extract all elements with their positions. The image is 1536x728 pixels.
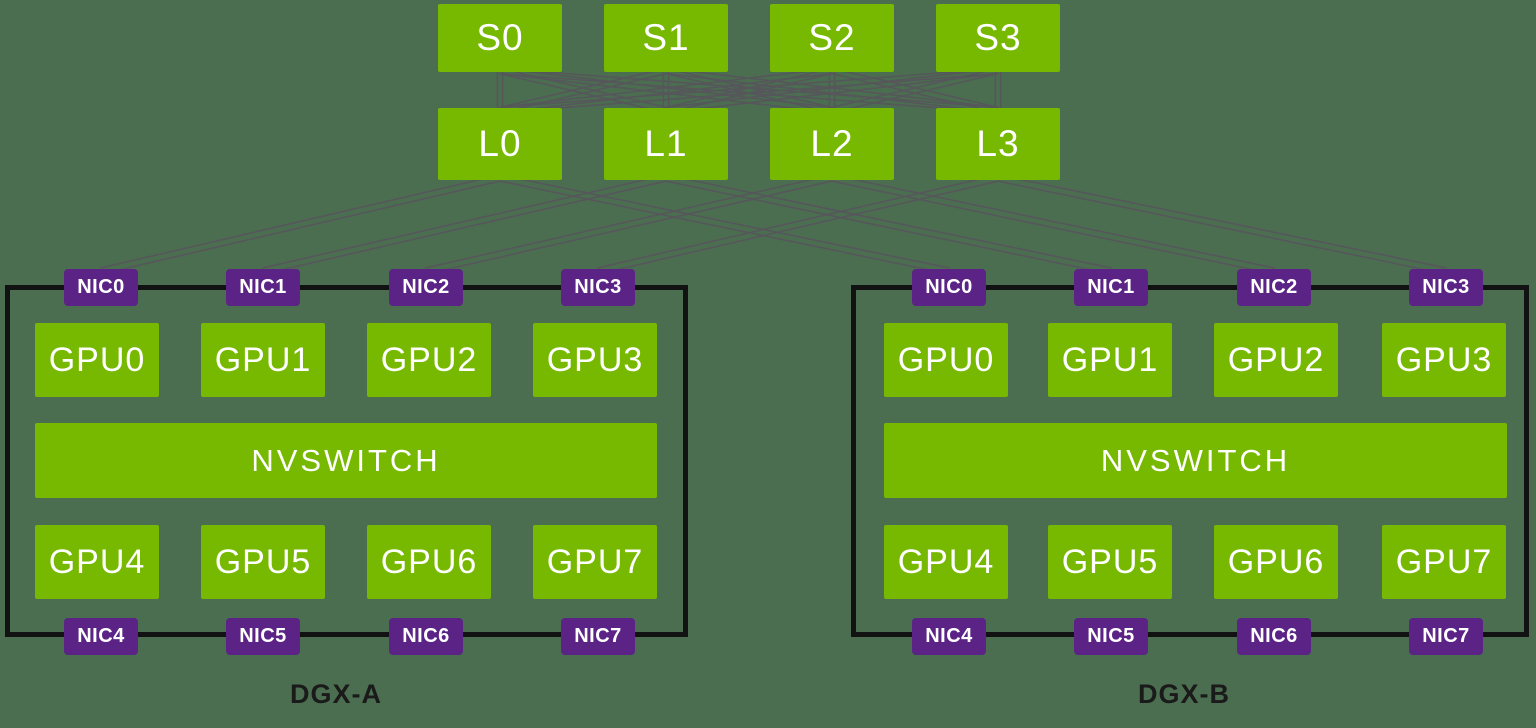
link-line (597, 174, 998, 269)
spine-switch-s0-box: S0 (438, 4, 562, 72)
link-line (665, 180, 1111, 275)
link-line (832, 72, 999, 114)
dgx-a-gpu5-box: GPU5 (201, 525, 325, 599)
dgx-b-gpu1-box: GPU1 (1048, 323, 1172, 397)
dgx-a-gpu1-box: GPU1 (201, 323, 325, 397)
dgx-b-label: DGX-B (1138, 679, 1230, 709)
link-line (500, 72, 833, 114)
dgx-b-nic3-box: NIC3 (1409, 269, 1483, 306)
link-line (100, 174, 500, 269)
dgx-b-gpu6-box: GPU6 (1214, 525, 1338, 599)
dgx-b-nic1-box: NIC1 (1074, 269, 1148, 306)
link-line (262, 174, 666, 269)
spine-switch-s3-box: S3 (936, 4, 1060, 72)
dgx-b-nic2-box: NIC2 (1237, 269, 1311, 306)
leaf-switch-l0-box: L0 (438, 108, 562, 180)
dgx-a-nic2-box: NIC2 (389, 269, 463, 306)
dgx-a-gpu4-box: GPU4 (35, 525, 159, 599)
dgx-b-chassis-box (851, 285, 1529, 637)
dgx-a-nic5-box: NIC5 (226, 618, 300, 655)
link-line (666, 72, 999, 114)
dgx-b-gpu4-box: GPU4 (884, 525, 1008, 599)
dgx-b-nic5-box: NIC5 (1074, 618, 1148, 655)
link-line (500, 174, 950, 269)
link-line (426, 180, 833, 275)
link-line (263, 180, 667, 275)
link-line (425, 174, 832, 269)
spine-switch-s1-box: S1 (604, 4, 728, 72)
link-line (831, 67, 998, 109)
leaf-switch-l2-box: L2 (770, 108, 894, 180)
dgx-b-gpu7-box: GPU7 (1382, 525, 1506, 599)
dgx-a-gpu7-box: GPU7 (533, 525, 657, 599)
link-line (832, 174, 1275, 269)
dgx-b-nic4-box: NIC4 (912, 618, 986, 655)
dgx-a-gpu0-box: GPU0 (35, 323, 159, 397)
dgx-b-nic0-box: NIC0 (912, 269, 986, 306)
link-line (666, 174, 1112, 269)
dgx-b-nic7-box: NIC7 (1409, 618, 1483, 655)
dgx-a-nvswitch-box: NVSWITCH (35, 423, 657, 498)
dgx-a-gpu2-box: GPU2 (367, 323, 491, 397)
dgx-a-chassis-box (5, 285, 688, 637)
leaf-switch-l1-box: L1 (604, 108, 728, 180)
link-line (499, 67, 998, 109)
dgx-a-nic4-box: NIC4 (64, 618, 138, 655)
dgx-b-nvswitch-box: NVSWITCH (884, 423, 1507, 498)
spine-switch-s2-box: S2 (770, 4, 894, 72)
link-line (598, 180, 999, 275)
link-line (665, 67, 998, 109)
dgx-b-gpu2-box: GPU2 (1214, 323, 1338, 397)
dgx-a-label: DGX-A (290, 679, 382, 709)
dgx-a-nic3-box: NIC3 (561, 269, 635, 306)
link-line (101, 180, 501, 275)
link-line (831, 180, 1274, 275)
dgx-a-nic1-box: NIC1 (226, 269, 300, 306)
dgx-b-gpu3-box: GPU3 (1382, 323, 1506, 397)
link-line (998, 174, 1447, 269)
dgx-a-gpu6-box: GPU6 (367, 525, 491, 599)
link-line (997, 180, 1446, 275)
dgx-a-gpu3-box: GPU3 (533, 323, 657, 397)
link-line (500, 72, 999, 114)
dgx-a-nic7-box: NIC7 (561, 618, 635, 655)
dgx-b-nic6-box: NIC6 (1237, 618, 1311, 655)
dgx-a-nic6-box: NIC6 (389, 618, 463, 655)
link-line (499, 67, 832, 109)
link-line (499, 180, 949, 275)
link-line (499, 67, 666, 109)
dgx-a-nic0-box: NIC0 (64, 269, 138, 306)
dgx-b-gpu0-box: GPU0 (884, 323, 1008, 397)
dgx-b-gpu5-box: GPU5 (1048, 525, 1172, 599)
link-line (500, 72, 667, 114)
leaf-switch-l3-box: L3 (936, 108, 1060, 180)
